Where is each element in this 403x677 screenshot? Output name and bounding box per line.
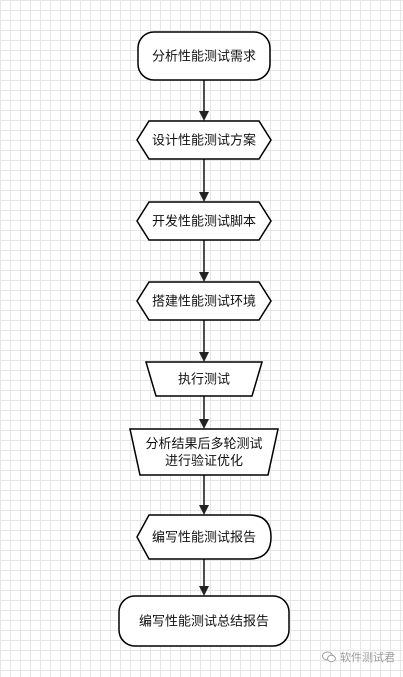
node-label: 分析结果后多轮测试 — [145, 436, 262, 452]
node-label: 编写性能测试总结报告 — [139, 615, 269, 630]
flow-edge-n4-n5 — [199, 320, 209, 362]
arrowhead — [199, 505, 209, 515]
node-shape — [136, 281, 272, 321]
arrowhead — [199, 111, 209, 121]
node-shape — [129, 428, 279, 476]
node-shape — [144, 361, 264, 397]
flow-edge-n3-n4 — [199, 240, 209, 282]
flow-node-n7: 编写性能测试报告 — [136, 514, 272, 560]
node-shape — [137, 31, 271, 81]
node-shape — [136, 201, 272, 241]
wechat-icon — [322, 651, 336, 663]
arrowhead — [199, 586, 209, 596]
node-shape — [118, 595, 290, 647]
flow-node-n8: 编写性能测试总结报告 — [118, 595, 290, 647]
node-shape — [136, 120, 272, 160]
flow-edge-n5-n6 — [199, 396, 209, 429]
flow-node-n5: 执行测试 — [144, 361, 264, 397]
flow-edge-n7-n8 — [199, 559, 209, 596]
watermark: 软件测试君 — [322, 649, 395, 665]
arrowhead — [199, 272, 209, 282]
arrowhead — [199, 192, 209, 202]
arrowhead — [199, 419, 209, 429]
node-label: 设计性能测试方案 — [152, 133, 256, 149]
arrowhead — [199, 352, 209, 362]
node-label: 进行验证优化 — [165, 453, 243, 469]
node-label: 开发性能测试脚本 — [152, 214, 256, 230]
node-shape — [136, 514, 272, 560]
node-label: 执行测试 — [178, 373, 230, 388]
flow-node-n1: 分析性能测试需求 — [137, 31, 271, 81]
flow-node-n3: 开发性能测试脚本 — [136, 201, 272, 241]
watermark-text: 软件测试君 — [340, 651, 395, 664]
flow-node-n2: 设计性能测试方案 — [136, 120, 272, 160]
flow-edge-n1-n2 — [199, 80, 209, 121]
flow-node-n4: 搭建性能测试环境 — [136, 281, 272, 321]
node-label: 编写性能测试报告 — [152, 531, 256, 546]
flow-edge-n6-n7 — [199, 475, 209, 515]
flow-edge-n2-n3 — [199, 159, 209, 202]
node-label: 分析性能测试需求 — [152, 50, 256, 65]
node-label: 搭建性能测试环境 — [152, 294, 256, 310]
